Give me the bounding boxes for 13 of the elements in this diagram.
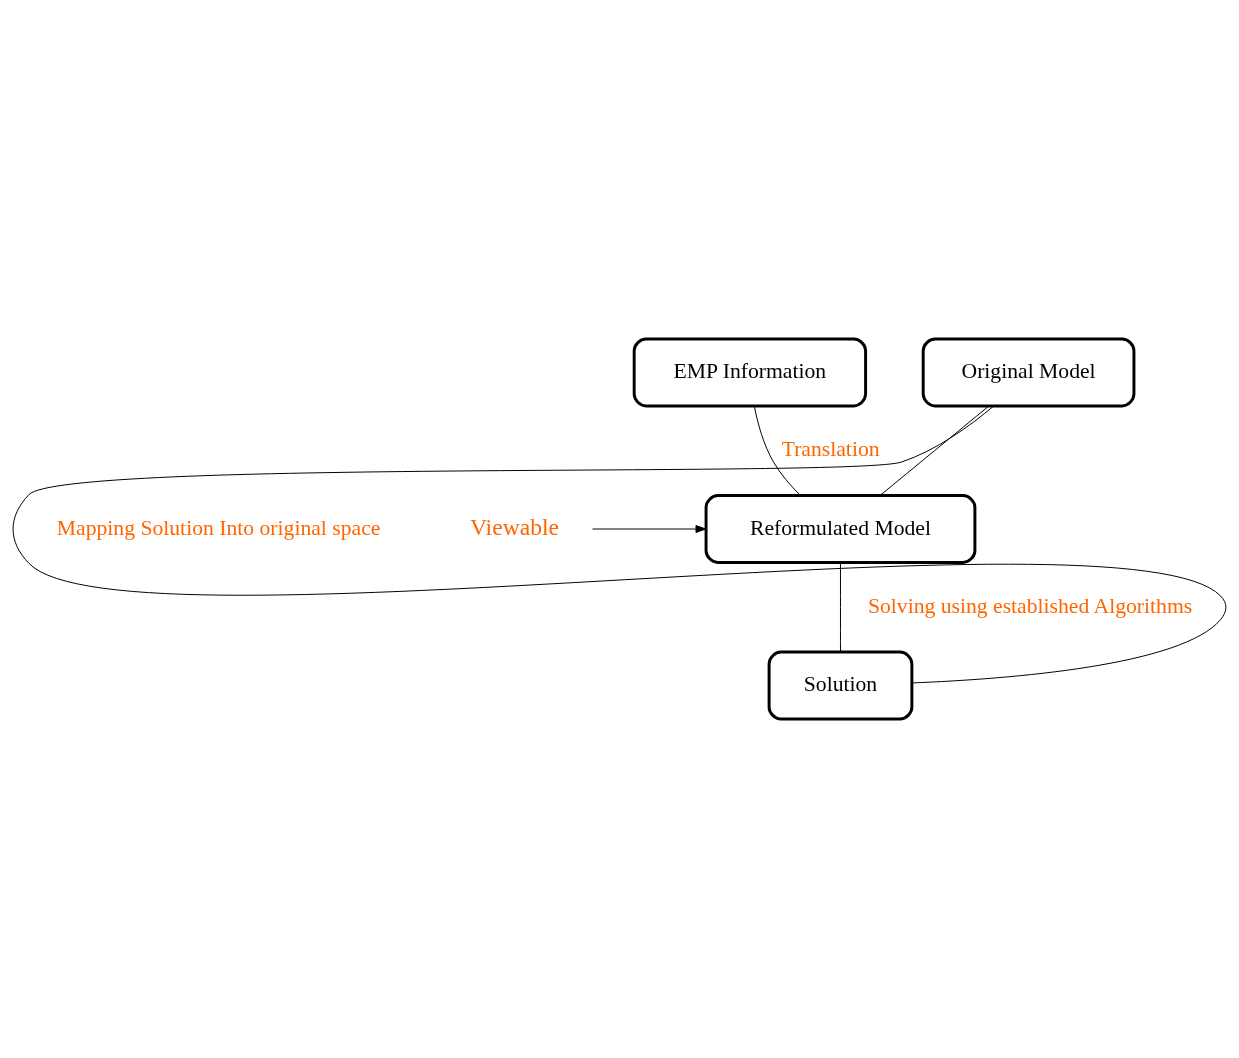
- edge-label: Mapping Solution Into original space: [56, 515, 381, 540]
- connector: [12, 405, 1227, 684]
- node-box: Original Model: [921, 337, 1136, 408]
- node-text: Viewable: [469, 514, 560, 541]
- node-box: Reformulated Model: [704, 494, 977, 564]
- edge-label: Solving using established Algorithms: [867, 594, 1193, 619]
- connector: [753, 405, 801, 496]
- node-box: Solution: [767, 650, 914, 721]
- node-box: EMP Information: [632, 337, 868, 408]
- edge-label: Translation: [781, 436, 880, 461]
- connector: [840, 562, 841, 653]
- connector: [879, 405, 990, 496]
- arrow: [592, 525, 707, 533]
